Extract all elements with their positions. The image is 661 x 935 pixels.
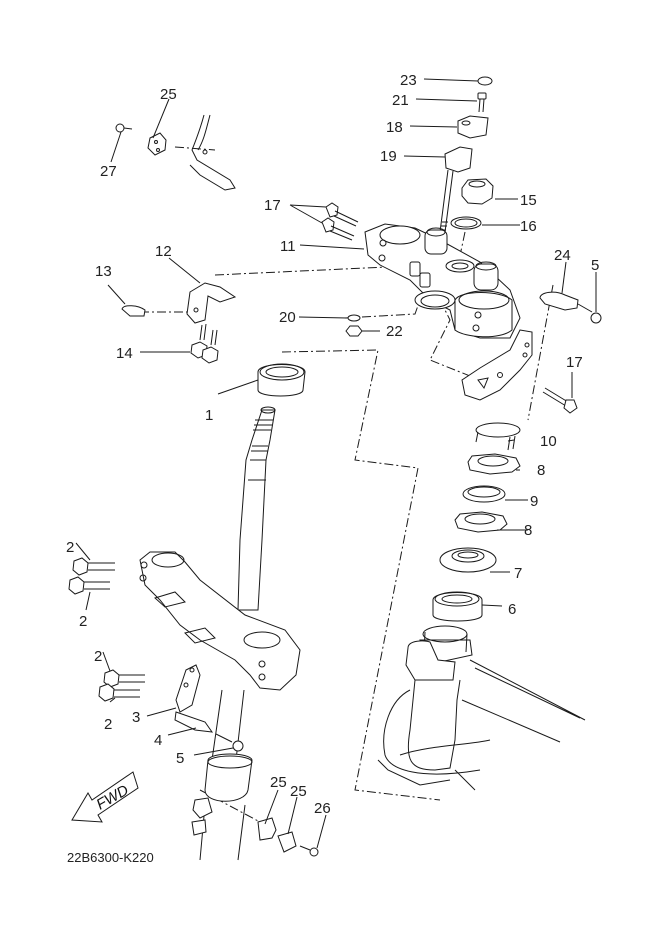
callout-6[interactable]: 6	[508, 601, 516, 618]
callout-18[interactable]: 18	[386, 119, 403, 136]
callout-19[interactable]: 19	[380, 148, 397, 165]
callout-1[interactable]: 1	[205, 407, 213, 424]
steering-stem	[237, 406, 276, 611]
callout-25-bottom-a[interactable]: 25	[270, 774, 287, 791]
callout-5-lower[interactable]: 5	[176, 750, 184, 767]
handlebar-holder-assembly	[439, 76, 493, 233]
bracket-12-assembly	[121, 282, 237, 364]
callout-2d[interactable]: 2	[104, 716, 112, 733]
callout-9[interactable]: 9	[530, 493, 538, 510]
callout-2a[interactable]: 2	[66, 539, 74, 556]
cable-guide-plate	[461, 329, 533, 401]
callout-5-upper[interactable]: 5	[591, 257, 599, 274]
callout-20[interactable]: 20	[279, 309, 296, 326]
upper-bracket	[364, 223, 521, 339]
callout-3[interactable]: 3	[132, 709, 140, 726]
bolt-17-lower	[542, 387, 578, 414]
callout-11[interactable]: 11	[280, 238, 296, 255]
callout-12[interactable]: 12	[155, 243, 172, 260]
callout-17-upper[interactable]: 17	[264, 197, 281, 214]
callout-24[interactable]: 24	[554, 247, 571, 264]
clamp-24-and-bolt-5	[539, 291, 602, 324]
callout-14[interactable]: 14	[116, 345, 133, 362]
callout-13[interactable]: 13	[95, 263, 112, 280]
callout-2c[interactable]: 2	[94, 648, 102, 665]
callout-26[interactable]: 26	[314, 800, 331, 817]
callout-21[interactable]: 21	[392, 92, 409, 109]
bearing-stack	[432, 422, 521, 622]
drawing-code: 22B6300-K220	[67, 850, 154, 865]
callout-labels: 23 21 18 19 15 16 17 11 24 5 12 13 14 20…	[66, 72, 599, 817]
lower-bracket	[139, 551, 301, 691]
callout-8-lower[interactable]: 8	[524, 522, 532, 539]
bottom-holders	[257, 817, 319, 857]
bolts-17-upper	[321, 202, 359, 241]
callout-22[interactable]: 22	[386, 323, 403, 340]
fork-tube-lower	[191, 689, 253, 861]
callout-4[interactable]: 4	[154, 732, 162, 749]
callout-8-upper[interactable]: 8	[537, 462, 545, 479]
callout-27[interactable]: 27	[100, 163, 117, 180]
bearing-1	[257, 363, 306, 397]
bolts-2	[68, 557, 145, 702]
callout-2b[interactable]: 2	[79, 613, 87, 630]
callout-15[interactable]: 15	[520, 192, 537, 209]
callout-23[interactable]: 23	[400, 72, 417, 89]
bracket-3-clamp-4	[174, 664, 244, 752]
callout-10[interactable]: 10	[540, 433, 557, 450]
callout-17-lower[interactable]: 17	[566, 354, 583, 371]
washer-20-nut-22	[345, 314, 363, 337]
callout-16[interactable]: 16	[520, 218, 537, 235]
callout-25-bottom-b[interactable]: 25	[290, 783, 307, 800]
leader-lines	[75, 78, 597, 849]
callout-7[interactable]: 7	[514, 565, 522, 582]
part-group-top-left	[115, 114, 236, 191]
callout-25-top[interactable]: 25	[160, 86, 177, 103]
stem-nut-and-washer	[450, 178, 494, 230]
forward-direction-arrow: FWD	[71, 771, 139, 823]
frame-head-pipe	[377, 625, 586, 791]
